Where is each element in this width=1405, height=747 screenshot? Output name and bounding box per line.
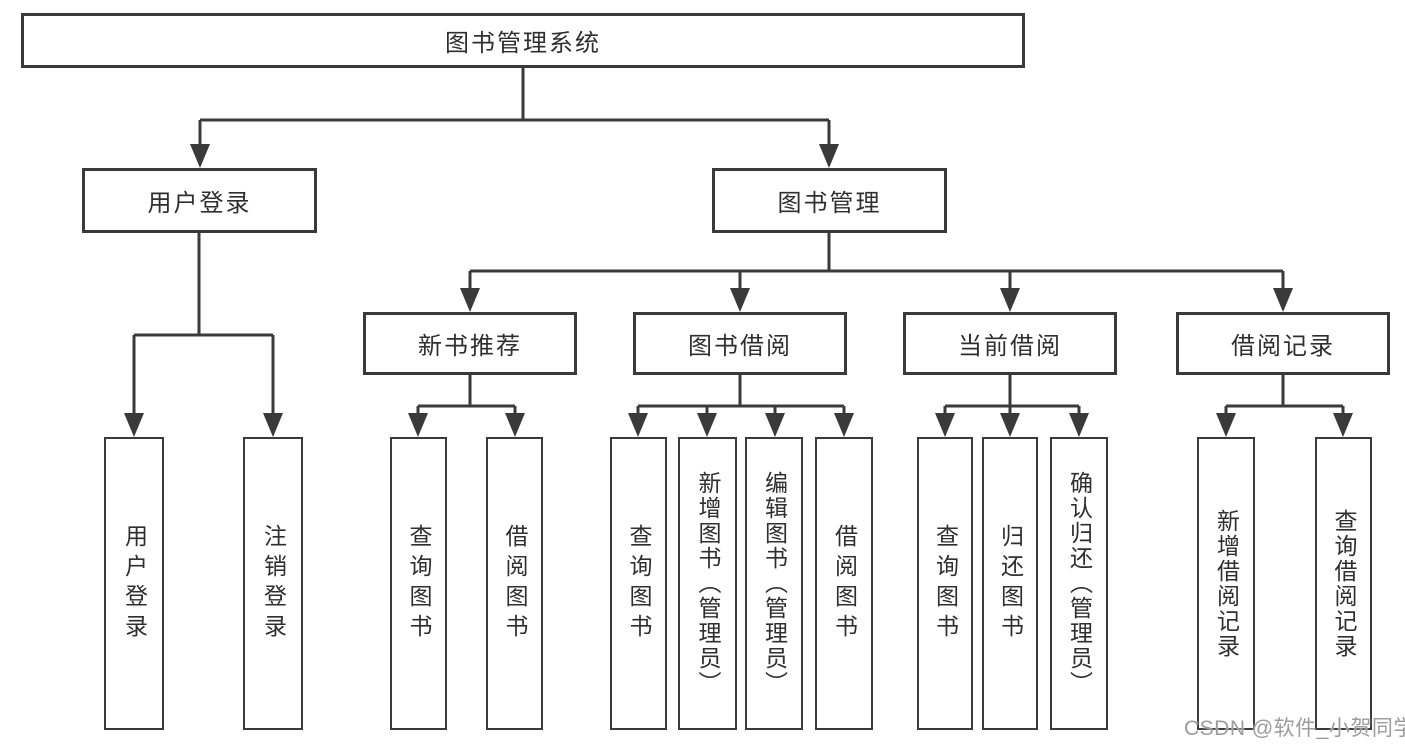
leaf-add-books-admin: 新增图书（管理员） — [678, 437, 737, 730]
node-book-borrowing: 图书借阅 — [633, 312, 847, 375]
leaf-edit-books-admin: 编辑图书（管理员） — [745, 437, 803, 730]
leaf-add-borrow-record: 新增借阅记录 — [1197, 437, 1255, 730]
leaf-return-books: 归还图书 — [982, 437, 1038, 730]
csdn-watermark: CSDN @软件_小贺同学 — [1184, 717, 1405, 740]
leaf-borrow-books: 借阅图书 — [815, 437, 873, 730]
leaf-confirm-return-admin: 确认归还（管理员） — [1050, 437, 1108, 730]
node-current-borrowing: 当前借阅 — [903, 312, 1117, 375]
node-book-management: 图书管理 — [712, 168, 947, 233]
leaf-borrow-books-recommend: 借阅图书 — [486, 437, 543, 730]
node-library-system: 图书管理系统 — [21, 13, 1025, 68]
node-user-login-branch: 用户登录 — [82, 168, 317, 233]
leaf-query-books-recommend: 查询图书 — [390, 437, 447, 730]
leaf-query-borrow-record: 查询借阅记录 — [1315, 437, 1372, 730]
leaf-query-books-current: 查询图书 — [917, 437, 973, 730]
leaf-query-books-borrow: 查询图书 — [610, 437, 667, 730]
node-borrowing-records: 借阅记录 — [1176, 312, 1390, 375]
node-new-book-recommend: 新书推荐 — [363, 312, 577, 375]
leaf-user-login: 用户登录 — [104, 437, 164, 730]
leaf-logout: 注销登录 — [243, 437, 303, 730]
